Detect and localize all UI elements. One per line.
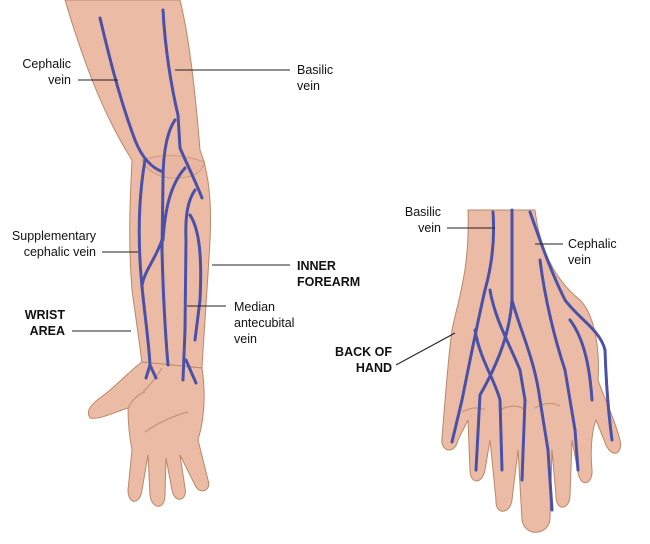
label-line: Cephalic xyxy=(568,237,617,251)
label-median-antecubital-vein: Median antecubital vein xyxy=(234,300,294,346)
label-line: AREA xyxy=(30,324,65,338)
label-line: Supplementary xyxy=(12,229,97,243)
label-line: vein xyxy=(234,332,257,346)
label-wrist-area: WRIST AREA xyxy=(25,308,66,338)
label-line: vein xyxy=(418,221,441,235)
label-line: FOREARM xyxy=(297,275,360,289)
label-supplementary-cephalic-vein: Supplementary cephalic vein xyxy=(12,229,97,259)
label-line: INNER xyxy=(297,259,336,273)
label-line: BACK OF xyxy=(335,345,392,359)
leader-lines xyxy=(72,69,563,366)
label-line: Cephalic xyxy=(22,57,71,71)
arm-veins xyxy=(98,8,204,385)
label-line: Basilic xyxy=(297,63,333,77)
label-line: vein xyxy=(48,73,71,87)
label-back-of-hand: BACK OF HAND xyxy=(335,345,392,375)
label-line: Basilic xyxy=(405,205,441,219)
label-line: Median xyxy=(234,300,275,314)
label-cephalic-vein-hand: Cephalic vein xyxy=(568,237,617,267)
label-line: cephalic vein xyxy=(24,245,96,259)
hand-veins xyxy=(450,208,614,512)
label-line: HAND xyxy=(356,361,392,375)
label-basilic-vein-hand: Basilic vein xyxy=(405,205,441,235)
label-basilic-vein-arm: Basilic vein xyxy=(297,63,333,93)
label-line: WRIST xyxy=(25,308,66,322)
label-cephalic-vein-arm: Cephalic vein xyxy=(22,57,71,87)
back-of-hand-illustration xyxy=(441,208,622,533)
label-line: vein xyxy=(568,253,591,267)
label-line: antecubital xyxy=(234,316,294,330)
label-inner-forearm: INNER FOREARM xyxy=(297,259,360,289)
inner-arm-illustration xyxy=(64,0,211,507)
label-line: vein xyxy=(297,79,320,93)
